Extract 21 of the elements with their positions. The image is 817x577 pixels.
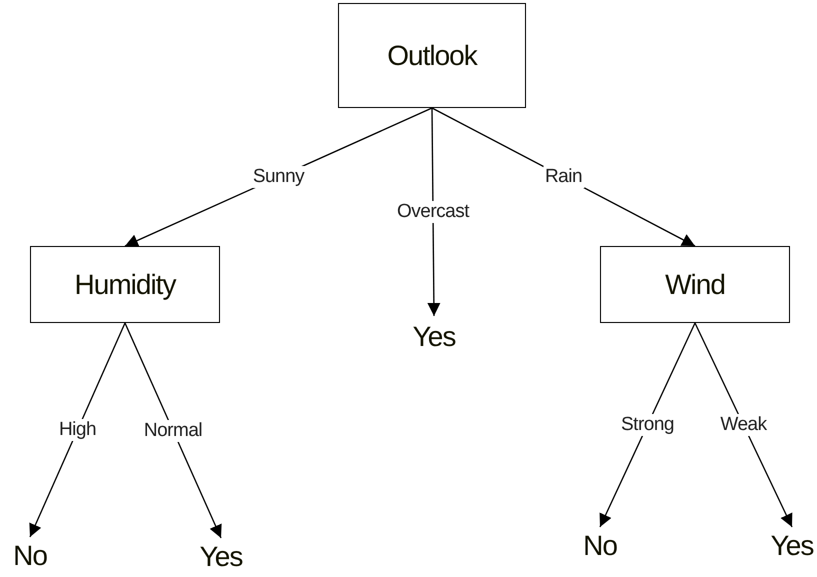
node-label: Wind	[665, 268, 725, 300]
edge-label: Overcast	[394, 201, 472, 223]
node-label: Outlook	[387, 40, 477, 72]
edge-label: Weak	[718, 414, 769, 436]
leaf-label: No	[578, 527, 622, 565]
arrow	[29, 322, 126, 538]
arrow	[427, 108, 440, 316]
leaf-label: No	[8, 537, 52, 575]
decision-node-box	[30, 246, 220, 323]
decision-node-box	[600, 246, 790, 323]
node-label: Humidity	[74, 268, 176, 300]
edge-label: Strong	[619, 414, 676, 436]
arrow	[694, 322, 793, 528]
arrow	[599, 322, 696, 528]
decision-node-box	[338, 3, 526, 108]
leaf-label: Yes	[193, 538, 249, 576]
edge-label: Rain	[542, 166, 584, 188]
leaf-label: Yes	[764, 527, 817, 565]
edge-label: Sunny	[250, 166, 306, 188]
leaf-label: Yes	[406, 316, 462, 358]
arrow	[124, 322, 222, 538]
